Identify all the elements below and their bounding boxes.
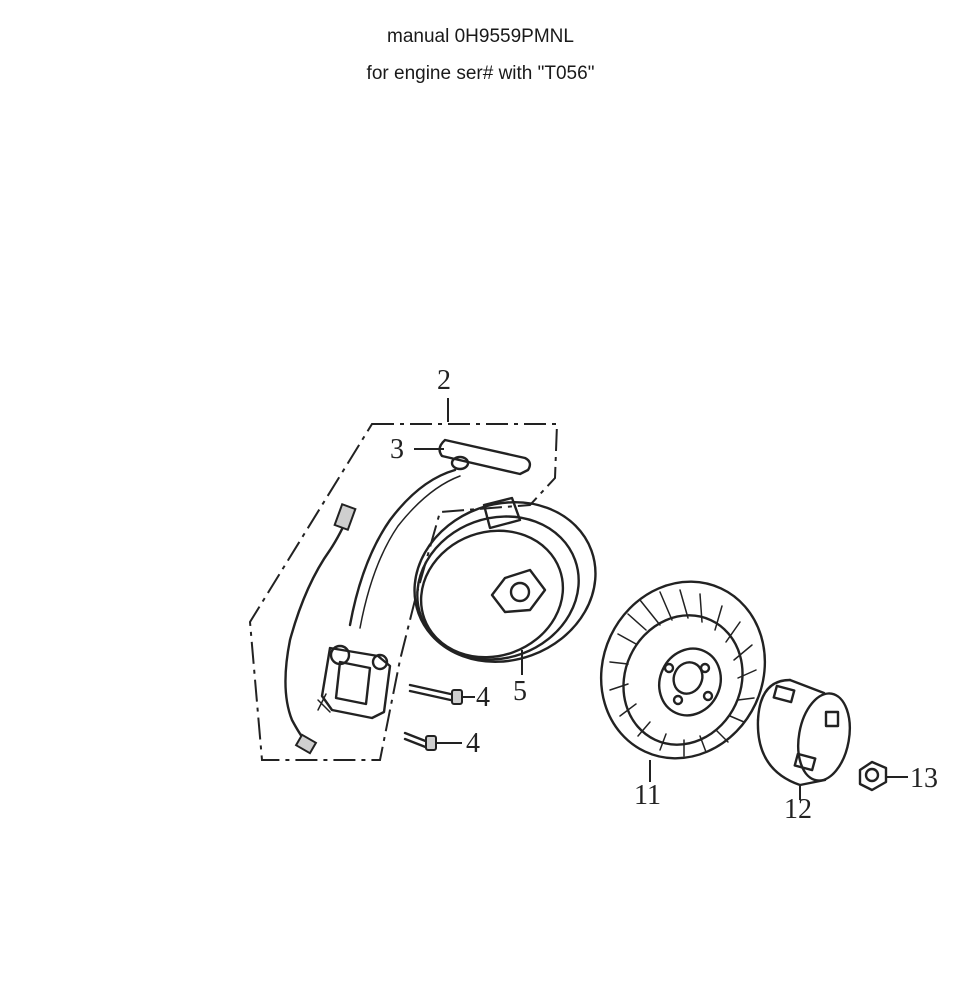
flywheel-nut[interactable]	[858, 760, 908, 792]
charge-coil-stator[interactable]	[392, 477, 618, 687]
high-tension-lead	[348, 468, 457, 627]
starter-pulley-cup[interactable]	[756, 678, 856, 800]
high-tension-lead-inner	[359, 475, 461, 629]
callout-13: 13	[910, 763, 938, 794]
spark-plug-cap[interactable]	[414, 438, 532, 476]
bolt-upper[interactable]	[408, 683, 475, 705]
callout-4-lower: 4	[466, 728, 480, 759]
bolt-lower[interactable]	[403, 731, 462, 751]
flywheel[interactable]	[572, 555, 793, 786]
ground-wire	[284, 502, 357, 755]
engine-serial-note: for engine ser# with "T056"	[366, 63, 595, 84]
callout-2: 2	[437, 365, 451, 396]
manual-number: manual 0H9559PMNL	[387, 26, 574, 47]
callout-3: 3	[390, 434, 404, 465]
callout-5: 5	[513, 676, 527, 707]
callout-11: 11	[634, 780, 661, 811]
callout-12: 12	[784, 794, 812, 825]
callout-4-upper: 4	[476, 682, 490, 713]
ignition-coil[interactable]	[317, 644, 392, 720]
